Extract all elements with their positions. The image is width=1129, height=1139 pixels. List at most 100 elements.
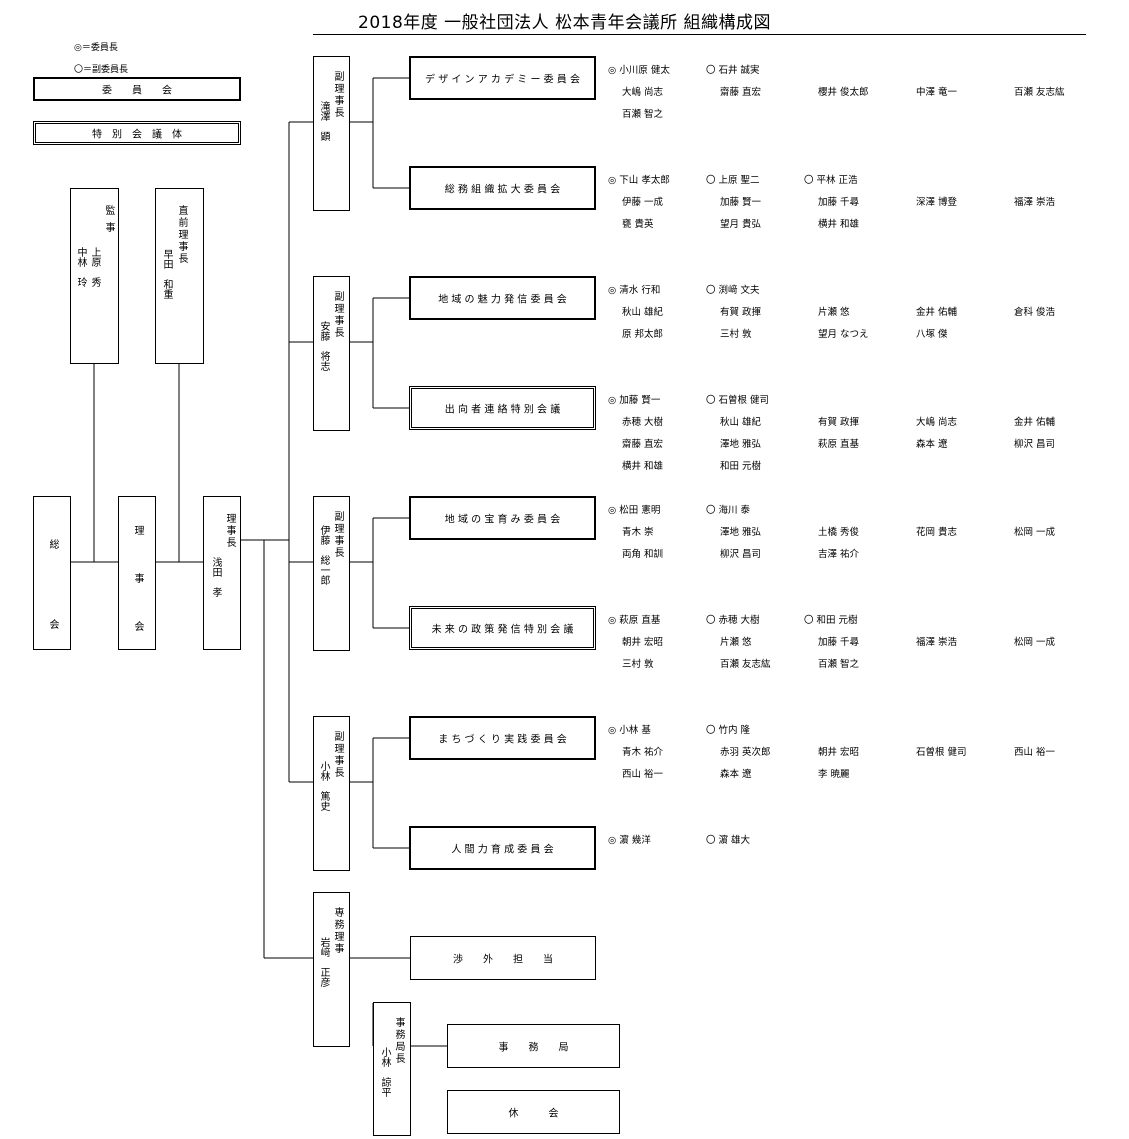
- board-box: 理 事 会: [118, 496, 156, 650]
- legend-committee-label: 委 員 会: [102, 85, 172, 97]
- committee-vice-chair: 〇 上原 聖二: [706, 175, 760, 186]
- committee-box-3: 地 域 の 魅 力 発 信 委 員 会: [409, 276, 596, 320]
- committee-member: 深澤 博登: [916, 197, 958, 208]
- legend-committee-box: 委 員 会: [33, 77, 241, 101]
- committee-member: 秋山 雄紀: [720, 417, 762, 428]
- committee-member: 望月 貴弘: [720, 219, 762, 230]
- committee-member: 加藤 千尋: [818, 637, 860, 648]
- auditor-role: 監事: [103, 205, 114, 239]
- auditor-name-1: 上原 秀: [89, 247, 100, 287]
- president-box: 理事長 浅田 孝: [203, 496, 241, 650]
- committee-member: 三村 敦: [720, 329, 752, 340]
- committee-member: 土橋 秀俊: [818, 527, 860, 538]
- committee-member: 大嶋 尚志: [916, 417, 958, 428]
- vp-box-2: 副理事長 安藤 将志: [313, 276, 350, 431]
- committee-member: 西山 裕一: [1014, 747, 1056, 758]
- committee-member: 加藤 賢一: [720, 197, 762, 208]
- president-role: 理事長: [224, 513, 235, 549]
- committee-member: 伊藤 一成: [622, 197, 664, 208]
- committee-member: 大嶋 尚志: [622, 87, 664, 98]
- committee-member: 原 邦太郎: [622, 329, 664, 340]
- executive-director-name: 岩﨑 正彦: [318, 937, 329, 987]
- committee-member: 森本 遼: [916, 439, 948, 450]
- committee-chair: ◎ 松田 憲明: [608, 505, 661, 516]
- secretariat-head-box: 事務局長 小林 諒平: [373, 1002, 411, 1136]
- committee-member: 福澤 崇浩: [916, 637, 958, 648]
- vp-box-1: 副理事長 滝澤 顕: [313, 56, 350, 211]
- secretariat-label: 事 務 局: [498, 1042, 569, 1054]
- committee-chair: ◎ 下山 孝太郎: [608, 175, 670, 186]
- committee-member: 百瀬 智之: [622, 109, 664, 120]
- legend-special-box: 特 別 会 議 体: [33, 121, 241, 145]
- committee-chair: ◎ 小林 基: [608, 725, 651, 736]
- committee-member: 柳沢 昌司: [1014, 439, 1056, 450]
- committee-box-8: 人 間 力 育 成 委 員 会: [409, 826, 596, 870]
- committee-box-5: 地 域 の 宝 育 み 委 員 会: [409, 496, 596, 540]
- committee-member: 森本 遼: [720, 769, 752, 780]
- legend-vice: 〇＝副委員長: [74, 65, 129, 75]
- general-assembly-box: 総 会: [33, 496, 71, 659]
- committee-member: 朝井 宏昭: [622, 637, 664, 648]
- committee-member: 金井 佑輔: [916, 307, 958, 318]
- committee-name-7: ま ち づ く り 実 践 委 員 会: [438, 734, 567, 746]
- committee-vice-chair: 〇 海川 泰: [706, 505, 751, 516]
- former-president-box: 直前理事長 早田 和重: [155, 188, 204, 364]
- committee-member: 倉科 俊浩: [1014, 307, 1056, 318]
- committee-name-5: 地 域 の 宝 育 み 委 員 会: [444, 514, 561, 526]
- committee-member: 和田 元樹: [720, 461, 762, 472]
- committee-box-4: 出 向 者 連 絡 特 別 会 議: [409, 386, 596, 430]
- club-box: 休 会: [447, 1090, 620, 1134]
- committee-member: 松岡 一成: [1014, 527, 1056, 538]
- committee-vice-chair: 〇 石井 誠実: [706, 65, 760, 76]
- committee-vice-chair: 〇 赤穂 大樹: [706, 615, 760, 626]
- committee-box-7: ま ち づ く り 実 践 委 員 会: [409, 716, 596, 760]
- committee-name-1: デ ザ イ ン ア カ デ ミ ー 委 員 会: [425, 74, 580, 86]
- auditor-box: 監事 上原 秀 中林 玲: [70, 188, 119, 364]
- committee-member: 片瀬 悠: [720, 637, 752, 648]
- committee-member: 花岡 貴志: [916, 527, 958, 538]
- secretariat-head-role: 事務局長: [393, 1017, 404, 1065]
- vp-box-4: 副理事長 小林 篤史: [313, 716, 350, 871]
- committee-member: 片瀬 悠: [818, 307, 850, 318]
- committee-member: 柳沢 昌司: [720, 549, 762, 560]
- vp-role-1: 副理事長: [332, 71, 343, 119]
- committee-member: 赤羽 英次郎: [720, 747, 771, 758]
- committee-member: 李 暁麗: [818, 769, 850, 780]
- committee-member: 青木 崇: [622, 527, 654, 538]
- committee-member: 福澤 崇浩: [1014, 197, 1056, 208]
- board-label: 理 事 会: [132, 525, 143, 645]
- executive-director-role: 専務理事: [332, 907, 343, 955]
- former-president-role: 直前理事長: [176, 205, 187, 265]
- committee-member: 百瀬 友志紘: [1014, 87, 1065, 98]
- committee-member: 望月 なつえ: [818, 329, 869, 340]
- committee-member: 松岡 一成: [1014, 637, 1056, 648]
- committee-vice-chair: 〇 濵 雄大: [706, 835, 751, 846]
- vp-role-2: 副理事長: [332, 291, 343, 339]
- committee-member: 赤穂 大樹: [622, 417, 664, 428]
- vp-box-3: 副理事長 伊藤 総一郎: [313, 496, 350, 651]
- committee-member: 西山 裕一: [622, 769, 664, 780]
- committee-name-2: 総 務 組 織 拡 大 委 員 会: [444, 184, 561, 196]
- club-label: 休 会: [508, 1108, 559, 1120]
- title-underline: [313, 34, 1086, 35]
- committee-member: 朝井 宏昭: [818, 747, 860, 758]
- legend-chair: ◎＝委員長: [74, 43, 118, 53]
- former-president-name: 早田 和重: [161, 249, 172, 299]
- committee-member: 両角 和訓: [622, 549, 664, 560]
- committee-name-3: 地 域 の 魅 力 発 信 委 員 会: [438, 294, 567, 306]
- committee-member: 秋山 雄紀: [622, 307, 664, 318]
- vp-name-3: 伊藤 総一郎: [318, 525, 329, 585]
- committee-box-1: デ ザ イ ン ア カ デ ミ ー 委 員 会: [409, 56, 596, 100]
- auditor-name-2: 中林 玲: [75, 247, 86, 287]
- page-title: 2018年度 一般社団法人 松本青年会議所 組織構成図: [358, 13, 771, 33]
- committee-chair: ◎ 加藤 賢一: [608, 395, 661, 406]
- vp-role-4: 副理事長: [332, 731, 343, 779]
- committee-vice-chair: 〇 竹内 隆: [706, 725, 751, 736]
- vp-name-4: 小林 篤史: [318, 761, 329, 811]
- committee-member: 齋藤 直宏: [622, 439, 664, 450]
- executive-director-box: 専務理事 岩﨑 正彦: [313, 892, 350, 1047]
- vp-role-3: 副理事長: [332, 511, 343, 559]
- committee-member: 甕 貴英: [622, 219, 654, 230]
- committee-vice-chair: 〇 石曽根 健司: [706, 395, 770, 406]
- committee-vice-chair: 〇 和田 元樹: [804, 615, 858, 626]
